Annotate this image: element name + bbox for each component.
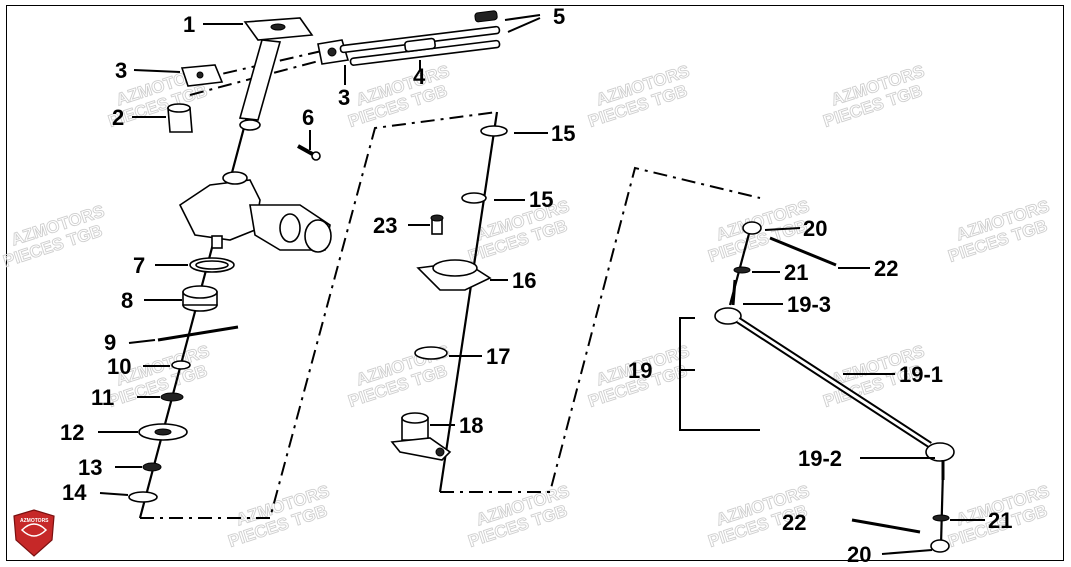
part-19-3-ball-joint [714,279,742,325]
leader-lines [98,14,985,555]
callout-15-top: 15 [551,121,575,146]
callout-19-3: 19-3 [787,292,831,317]
callout-11: 11 [91,385,114,410]
callout-12: 12 [60,420,84,445]
callout-20-bottom: 20 [847,542,871,567]
part-6-bolt [297,144,321,161]
callout-20-top: 20 [803,216,827,241]
part-21-bottom-washer [932,514,950,522]
part-12-plate [138,423,188,441]
logo-text: AZMOTORS [20,518,49,524]
callout-13: 13 [78,455,102,480]
part-22-bottom-pin [851,518,921,534]
callout-21-top: 21 [784,260,808,285]
part-14-clip [128,491,158,503]
callout-22-bottom: 22 [782,510,806,535]
azmotors-logo: AZMOTORS [13,509,55,557]
callout-19: 19 [628,358,652,383]
callout-7: 7 [133,253,145,278]
callout-14: 14 [62,480,87,505]
part-7-ring [189,257,235,273]
callout-22-top: 22 [874,256,898,281]
part-18-pitman-arm [390,412,452,461]
callout-18: 18 [459,413,483,438]
part-22-top-pin [769,236,837,267]
part-19-1-tie-rod [736,317,932,448]
part-20-bottom-nut [930,539,950,553]
part-16-clamp [416,259,492,291]
part-11-washer [160,392,184,402]
part-9-pin [157,325,239,342]
callout-6: 6 [302,105,314,130]
callout-5: 5 [553,4,565,29]
callout-23: 23 [373,213,397,238]
callout-3-left: 3 [115,58,127,83]
callout-21-bottom: 21 [988,508,1012,533]
part-8-bearing [182,285,218,312]
diagram-frame [6,5,1064,561]
callout-9: 9 [104,330,116,355]
part-21-top-washer [733,266,751,274]
callout-16: 16 [512,268,536,293]
callout-2: 2 [112,105,124,130]
callout-17: 17 [486,344,510,369]
part-3-clamp-left [180,64,224,87]
part-20-top-nut [742,221,762,235]
part-15-washer-top [480,125,508,137]
part-17-washer [414,346,448,360]
part-10-washer [171,360,191,370]
part-23-screw [430,214,444,235]
part-19-2-ball-joint [925,442,955,480]
part-1-handlebar-holder [238,17,314,131]
part-15-washer-lower [461,192,487,204]
callout-3-right: 3 [338,85,350,110]
part-19-bracket [679,317,760,431]
callout-19-1: 19-1 [899,362,943,387]
callout-15-lower: 15 [529,187,553,212]
callout-10: 10 [107,354,131,379]
callout-8: 8 [121,288,133,313]
part-2-bushing [167,103,193,133]
part-13-nut [142,462,162,472]
callout-1: 1 [183,12,195,37]
callout-19-2: 19-2 [798,446,842,471]
callout-4: 4 [413,64,426,89]
part-5-rods [339,10,501,66]
steering-gearbox [178,171,332,253]
callout-labels: 1 2 3 3 4 5 6 7 8 9 10 11 12 13 14 15 15… [60,4,1012,567]
